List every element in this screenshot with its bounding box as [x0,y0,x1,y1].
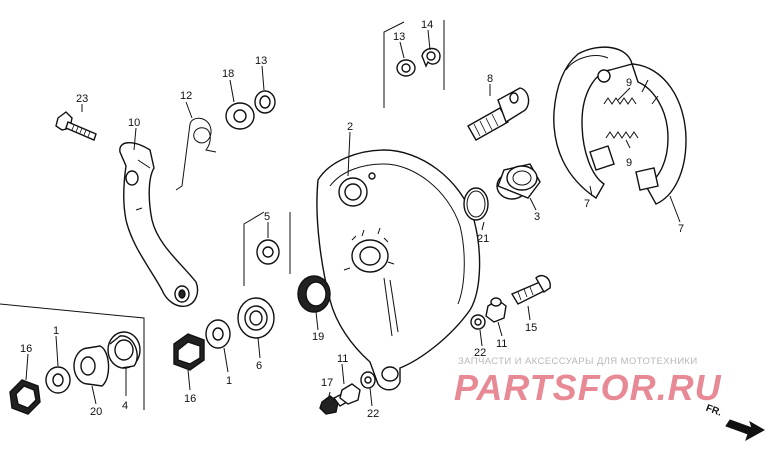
callout-14: 14 [421,19,433,31]
callout-9-top: 9 [626,77,632,89]
washer-22-lower [360,371,376,389]
callout-23: 23 [76,93,88,105]
brake-panel-2 [316,149,481,391]
callout-1-center: 1 [226,375,232,387]
callout-12: 12 [180,90,192,102]
arrow-right-icon [725,419,766,442]
callout-7-left: 7 [584,198,590,210]
watermark-brand: PARTSFOR.RU [454,367,722,408]
callout-22-right: 22 [474,347,486,359]
washer-box-5 [243,211,291,286]
callout-2: 2 [347,121,353,133]
callout-21: 21 [477,233,489,245]
front-direction-indicator: FR. [704,403,766,442]
washer-18 [225,102,255,130]
callout-labels: 23 10 12 18 13 13 14 8 9 9 2 5 21 3 7 7 … [20,19,684,420]
callout-17: 17 [321,377,333,389]
o-ring-21 [463,187,489,221]
callout-4: 4 [122,400,128,412]
bolt-15 [510,274,551,305]
spring-12 [175,117,217,191]
nut-11-right [485,297,507,323]
nut-16-center [173,333,205,371]
callout-5: 5 [264,211,270,223]
callout-18: 18 [222,68,234,80]
washer-22-right [470,314,486,330]
callout-6: 6 [256,360,262,372]
callout-8: 8 [487,73,493,85]
callout-3: 3 [534,211,540,223]
shoe-springs-9 [603,97,639,139]
callout-19: 19 [312,331,324,343]
callout-16-center: 16 [184,393,196,405]
callout-13-top: 13 [255,55,267,67]
bracket-box-13-14 [383,20,445,108]
callout-13-box: 13 [393,31,405,43]
callout-7-right: 7 [678,223,684,235]
callout-1-left: 1 [53,325,59,337]
watermark: ЗАПЧАСТИ И АКСЕССУАРЫ ДЛЯ МОТОТЕХНИКИ PA… [454,356,722,408]
brake-shoes-7 [553,46,687,205]
collar-1-center [205,319,231,349]
callout-20: 20 [90,406,102,418]
leader-lines [25,29,681,407]
seal-19 [297,275,331,313]
direction-label: FR. [704,403,723,419]
callout-11-lower: 11 [337,353,348,365]
watermark-tagline: ЗАПЧАСТИ И АКСЕССУАРЫ ДЛЯ МОТОТЕХНИКИ [458,356,698,367]
callout-22-lower: 22 [367,408,379,420]
seal-13-top [254,90,276,114]
nut-11-lower [339,383,361,405]
inset-box-left [0,303,145,415]
callout-15: 15 [525,322,537,334]
callout-9-bottom: 9 [626,157,632,169]
bolt-23 [55,111,97,141]
callout-11-right: 11 [496,338,507,350]
brake-cam-8 [467,87,530,141]
callout-16-left: 16 [20,343,32,355]
bearing-6 [237,297,275,339]
callout-10: 10 [128,117,140,129]
brake-arm-10 [119,142,199,307]
collar-3 [496,163,541,200]
